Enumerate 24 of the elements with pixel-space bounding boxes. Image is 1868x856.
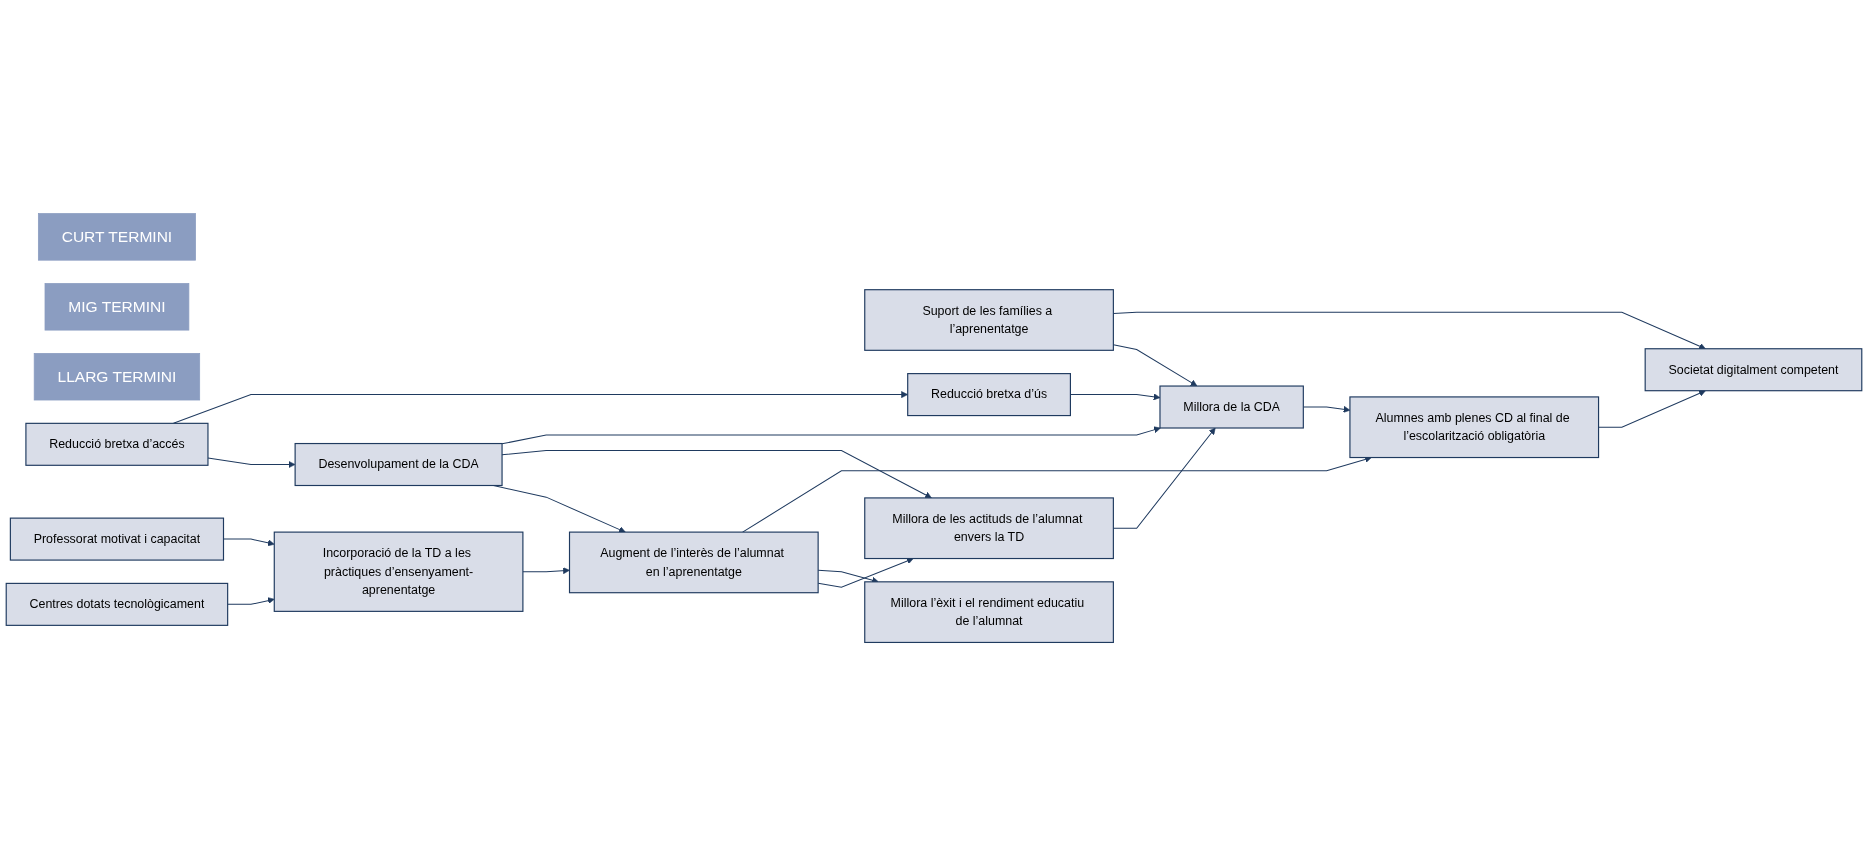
arrow: [522, 567, 570, 575]
node-box: Professorat motivat i capacitat: [9, 517, 225, 561]
node-box: Suport de les famílies a l’aprenentatge: [864, 289, 1114, 351]
node-box: Reducció bretxa d’ús: [907, 373, 1071, 417]
node-box: CURT TERMINI: [38, 213, 196, 261]
node-box: MIG TERMINI: [44, 283, 190, 331]
node-box: Millora de les actituds de l’alumnat envers la TD: [864, 497, 1114, 560]
arrow: [742, 456, 1372, 533]
node-box: Societat digitalment competent: [1644, 348, 1863, 392]
node-box: Millora de la CDA: [1159, 385, 1304, 429]
node-box: Desenvolupament de la CDA: [294, 442, 503, 487]
node-box: Alumnes amb plenes CD al final de l’escolarització obligatòria: [1349, 396, 1600, 459]
arrow: [172, 391, 908, 424]
arrow: [227, 597, 275, 605]
node-box: Centres dotats tecnològicament: [5, 582, 229, 626]
arrow: [1598, 390, 1706, 428]
arrow: [223, 538, 275, 547]
node-box: Millora l’èxit i el rendiment educatiu de l’alumnat: [864, 581, 1114, 644]
node-box: Incorporació de la TD a les pràctiques d’ensenyament-aprenentatge: [273, 531, 524, 612]
arrow: [501, 426, 1161, 445]
node-box: LLARG TERMINI: [33, 353, 201, 401]
node-box: Augment de l’interès de l’alumnat en l’aprenentatge: [568, 531, 819, 594]
arrow: [207, 457, 296, 468]
node-box: Reducció bretxa d’accés: [25, 422, 209, 466]
